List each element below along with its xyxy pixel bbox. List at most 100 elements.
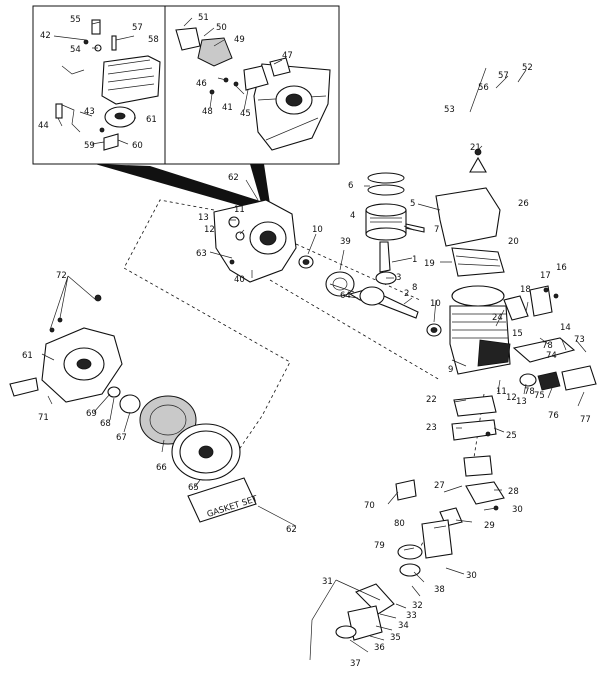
- callout-11: 11: [234, 205, 245, 215]
- callout-13: 13: [516, 397, 527, 407]
- callout-71: 71: [38, 413, 49, 423]
- crankcase-half: [213, 199, 297, 283]
- callout-39: 39: [340, 237, 351, 247]
- callout-64: 64: [340, 291, 351, 301]
- callout-45: 45: [240, 109, 251, 119]
- callout-69: 69: [86, 409, 97, 419]
- callout-22: 22: [426, 395, 437, 405]
- callout-78: 78: [542, 341, 553, 351]
- callout-68: 68: [100, 419, 111, 429]
- callout-44: 44: [38, 121, 49, 131]
- callout-40: 40: [234, 275, 245, 285]
- callout-62: 62: [286, 525, 297, 535]
- callout-labels: 55 57 42 58 54 43 44 61 59 60 51 50 49 4…: [22, 13, 591, 669]
- callout-30: 30: [512, 505, 523, 515]
- callout-79: 79: [374, 541, 385, 551]
- callout-51: 51: [198, 13, 209, 23]
- callout-25: 25: [506, 431, 517, 441]
- callout-52: 52: [522, 63, 533, 73]
- callout-10: 10: [312, 225, 323, 235]
- callout-54: 54: [70, 45, 81, 55]
- callout-56: 56: [478, 83, 489, 93]
- callout-4: 4: [350, 211, 355, 221]
- callout-50: 50: [216, 23, 227, 33]
- callout-17: 17: [540, 271, 551, 281]
- callout-35: 35: [390, 633, 401, 643]
- callout-16: 16: [556, 263, 567, 273]
- assembly-guide-lines: [123, 199, 485, 549]
- callout-63: 63: [196, 249, 207, 259]
- callout-37: 37: [350, 659, 361, 669]
- callout-76: 76: [548, 411, 559, 421]
- carburetor-assembly: [335, 395, 505, 641]
- callout-15: 15: [512, 329, 523, 339]
- leader-lines: [41, 67, 587, 661]
- callout-72: 72: [56, 271, 67, 281]
- callout-8: 8: [412, 283, 417, 293]
- callout-65: 65: [188, 483, 199, 493]
- callout-57: 57: [498, 71, 509, 81]
- crankshaft: [329, 283, 419, 319]
- callout-1: 1: [412, 255, 417, 265]
- piston-group: [365, 172, 425, 285]
- callout-70: 70: [364, 501, 375, 511]
- callout-24: 24: [492, 313, 503, 323]
- callout-20: 20: [508, 237, 519, 247]
- callout-41: 41: [222, 103, 233, 113]
- callout-75: 75: [534, 391, 545, 401]
- callout-61: 61: [146, 115, 157, 125]
- callout-42: 42: [40, 31, 51, 41]
- callout-5: 5: [410, 199, 415, 209]
- callout-10: 10: [430, 299, 441, 309]
- callout-57: 57: [132, 23, 143, 33]
- callout-77: 77: [580, 415, 591, 425]
- callout-80: 80: [394, 519, 405, 529]
- starter-and-flywheel: [9, 294, 241, 481]
- callout-19: 19: [424, 259, 435, 269]
- callout-12: 12: [204, 225, 215, 235]
- callout-60: 60: [132, 141, 143, 151]
- callout-6: 6: [348, 181, 353, 191]
- inset-connector: [95, 164, 276, 212]
- callout-34: 34: [398, 621, 409, 631]
- callout-27: 27: [434, 481, 445, 491]
- callout-47: 47: [282, 51, 293, 61]
- callout-7: 7: [434, 225, 439, 235]
- callout-30: 30: [466, 571, 477, 581]
- callout-9: 9: [448, 365, 453, 375]
- callout-59: 59: [84, 141, 95, 151]
- callout-38: 38: [434, 585, 445, 595]
- callout-66: 66: [156, 463, 167, 473]
- callout-46: 46: [196, 79, 207, 89]
- ignition-detail-inset: [32, 5, 340, 165]
- callout-62: 62: [228, 173, 239, 183]
- callout-31: 31: [322, 577, 333, 587]
- callout-78: 78: [524, 387, 535, 397]
- callout-58: 58: [148, 35, 159, 45]
- callout-2: 2: [404, 289, 409, 299]
- callout-12: 12: [506, 393, 517, 403]
- callout-14: 14: [560, 323, 571, 333]
- callout-3: 3: [396, 273, 401, 283]
- callout-43: 43: [84, 107, 95, 117]
- callout-55: 55: [70, 15, 81, 25]
- cylinder-assembly: [435, 148, 511, 375]
- callout-48: 48: [202, 107, 213, 117]
- callout-18: 18: [520, 285, 531, 295]
- callout-32: 32: [412, 601, 423, 611]
- callout-21: 21: [470, 143, 481, 153]
- callout-28: 28: [508, 487, 519, 497]
- callout-29: 29: [484, 521, 495, 531]
- callout-67: 67: [116, 433, 127, 443]
- callout-74: 74: [546, 351, 557, 361]
- callout-53: 53: [444, 105, 455, 115]
- callout-13: 13: [198, 213, 209, 223]
- callout-73: 73: [574, 335, 585, 345]
- exhaust-assembly: [503, 285, 597, 391]
- callout-49: 49: [234, 35, 245, 45]
- callout-23: 23: [426, 423, 437, 433]
- callout-33: 33: [406, 611, 417, 621]
- callout-36: 36: [374, 643, 385, 653]
- callout-61: 61: [22, 351, 33, 361]
